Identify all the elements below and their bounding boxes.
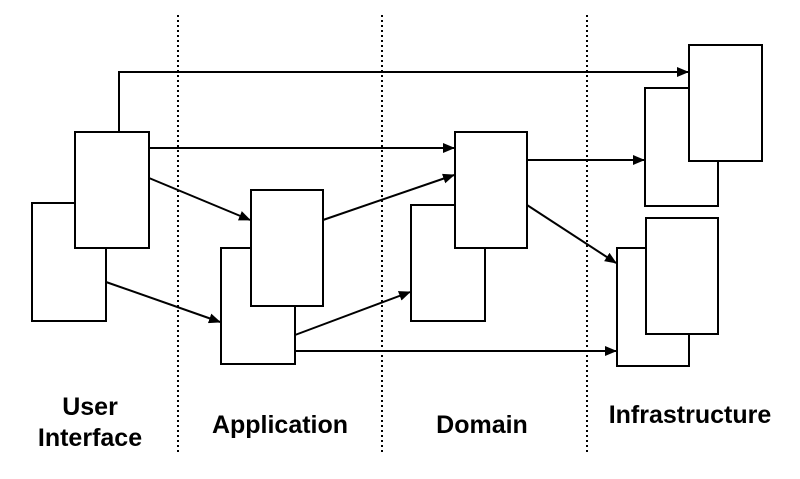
arrow-ui-to-application-front: [148, 177, 251, 221]
arrow-ui-to-application-back: [105, 281, 221, 324]
ui-box-front: [74, 131, 150, 249]
arrow-ui-to-infrastructure-top: [118, 67, 689, 132]
arrow-application-to-domain-front: [322, 173, 455, 221]
application-box-front: [250, 189, 324, 307]
domain-label: Domain: [436, 411, 528, 439]
arrow-application-to-domain-back: [294, 291, 411, 336]
user-interface-label-line1: User: [62, 393, 118, 421]
infrastructure-top-box-front: [688, 44, 763, 162]
application-label: Application: [211, 411, 349, 439]
infrastructure-bottom-box-front: [645, 217, 719, 335]
user-interface-label: User Interface: [20, 392, 160, 454]
infrastructure-label: Infrastructure: [608, 401, 772, 429]
user-interface-label-line2: Interface: [37, 424, 143, 452]
domain-box-front: [454, 131, 528, 249]
arrow-domain-to-infrastructure-bottom: [526, 204, 617, 264]
